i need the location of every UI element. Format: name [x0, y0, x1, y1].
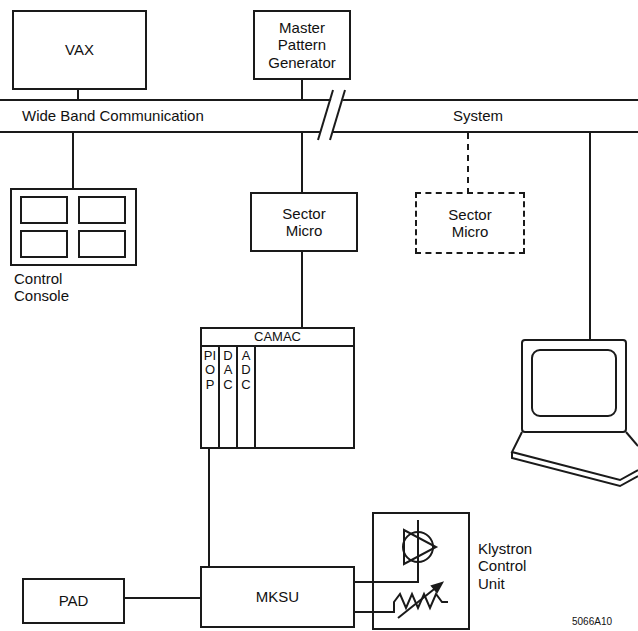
pad-box: PAD	[22, 578, 125, 624]
camac-crate: CAMACPIOPDACADC	[200, 327, 355, 449]
node-label: Wide Band Communication	[22, 107, 204, 124]
resistor-symbol	[374, 594, 448, 612]
module-label: DAC	[222, 349, 235, 392]
node-label: Sector Micro	[272, 205, 336, 240]
connector-line	[72, 133, 74, 188]
node-label: PAD	[59, 592, 89, 609]
connector-line	[301, 133, 303, 192]
screen-panel	[78, 230, 126, 258]
amplifier-control-line	[417, 520, 419, 576]
symbol-group	[374, 520, 448, 618]
screen-panel	[20, 230, 68, 258]
variable-arrow	[398, 586, 438, 618]
connector-line	[355, 581, 372, 583]
node-label: Control Console	[14, 270, 90, 305]
connector-line	[355, 611, 372, 613]
sector-micro-optional: Sector Micro	[415, 192, 525, 254]
sector-micro-box: Sector Micro	[250, 192, 358, 252]
node-label: VAX	[65, 41, 94, 58]
connector-line	[125, 597, 200, 599]
module-label: ADC	[240, 349, 253, 392]
connector-line	[301, 80, 303, 99]
module-label: PIOP	[204, 349, 217, 392]
computer-box: VAX	[12, 10, 147, 90]
klystron-symbols	[374, 514, 468, 628]
mksu-box: MKSU	[200, 566, 355, 628]
connector-line	[301, 252, 303, 327]
node-label: Klystron Control Unit	[478, 540, 548, 592]
pattern-generator-box: Master Pattern Generator	[253, 10, 351, 80]
terminal-icon	[512, 340, 638, 486]
control-console: Control Console	[10, 188, 137, 266]
break-stroke	[330, 90, 345, 140]
figure-number: 5066A10	[572, 616, 612, 627]
klystron-control-unit: Klystron Control Unit	[372, 512, 470, 630]
terminal-wire	[589, 132, 591, 340]
camac-module: DAC	[220, 345, 238, 447]
screen-panel	[20, 196, 68, 224]
break-stroke	[318, 90, 333, 140]
amplifier-symbol	[404, 530, 436, 564]
connector-line	[77, 90, 79, 99]
camac-module: PIOP	[202, 345, 220, 447]
node-label: System	[453, 107, 503, 124]
connector-line	[208, 447, 210, 566]
variable-arrow-head	[432, 583, 442, 592]
connector-line	[467, 133, 469, 192]
node-label: Sector Micro	[437, 206, 503, 241]
node-label: MKSU	[256, 588, 299, 605]
camac-module: ADC	[238, 345, 256, 447]
screen-panel	[78, 196, 126, 224]
node-label: Master Pattern Generator	[263, 19, 341, 71]
communication-band: Wide Band Communication System	[0, 99, 638, 133]
internal-wire	[374, 576, 418, 582]
